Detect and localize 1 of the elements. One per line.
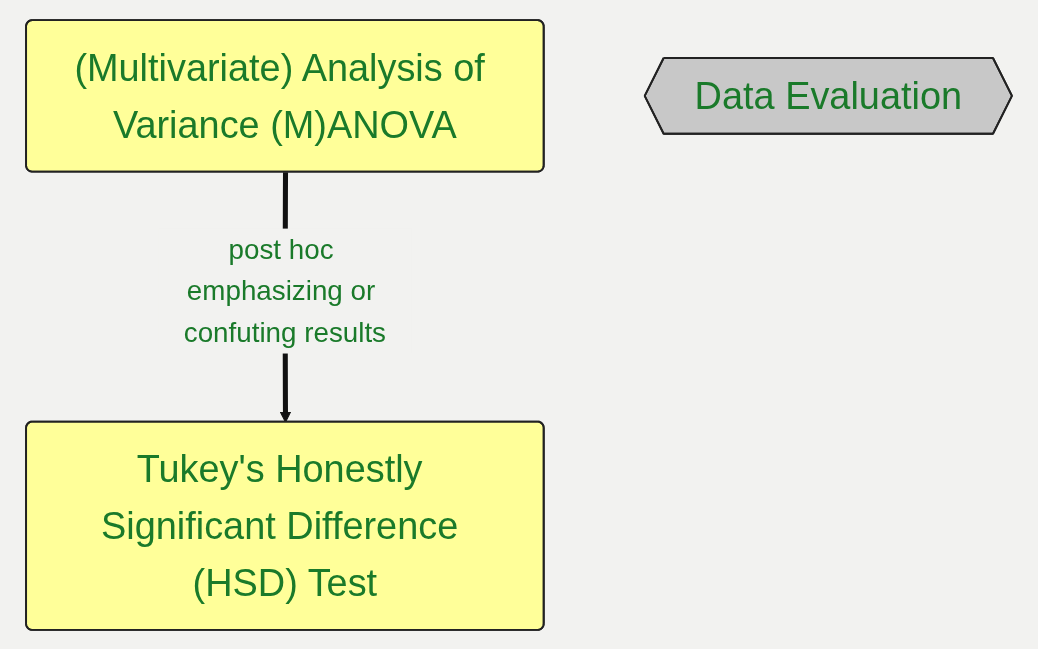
edge-label: post hoc emphasizing or confuting results <box>183 232 387 348</box>
